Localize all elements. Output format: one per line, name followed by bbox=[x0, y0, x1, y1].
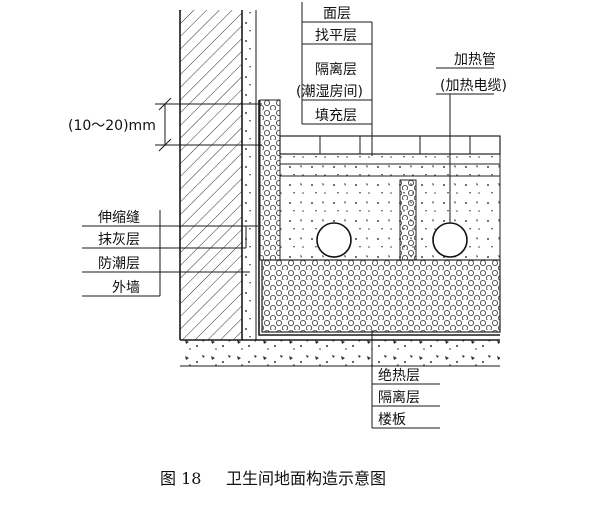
label-surface: 面层 bbox=[323, 6, 351, 22]
label-leveling: 找平层 bbox=[315, 28, 357, 44]
label-isolation: 隔离层 bbox=[315, 61, 357, 78]
insulation-layer bbox=[261, 259, 501, 333]
figure-number: 图 18 bbox=[160, 469, 201, 488]
label-fill: 填充层 bbox=[315, 108, 357, 124]
label-gap: (10～20)mm bbox=[68, 118, 156, 134]
heating-pipe-leader bbox=[436, 67, 494, 223]
heating-pipe-left bbox=[316, 222, 352, 258]
expansion-joint-strip bbox=[259, 99, 281, 261]
plaster-layer bbox=[242, 10, 257, 340]
moisture-proof-line bbox=[258, 100, 500, 336]
top-label-stack bbox=[301, 2, 373, 156]
label-moisture-proof: 防潮层 bbox=[98, 256, 140, 272]
gap-dimension bbox=[155, 97, 262, 152]
fill-layer bbox=[279, 175, 501, 261]
fill-divider-strip bbox=[399, 179, 417, 261]
label-heating-pipe-note: (加热电缆) bbox=[440, 78, 507, 94]
surface-layers bbox=[279, 135, 501, 177]
bottom-label-stack bbox=[371, 330, 440, 429]
heating-pipe-right bbox=[432, 222, 468, 258]
label-floor-slab: 楼板 bbox=[378, 412, 406, 428]
left-label-stack bbox=[82, 210, 258, 297]
label-insulation: 绝热层 bbox=[378, 368, 420, 384]
label-outer-wall: 外墙 bbox=[112, 280, 140, 296]
outer-wall-body bbox=[179, 10, 243, 340]
label-heating-pipe: 加热管 bbox=[454, 52, 496, 68]
label-isolation-bottom: 隔离层 bbox=[378, 389, 420, 406]
floor-slab-body bbox=[180, 339, 500, 367]
label-expansion-joint: 伸缩缝 bbox=[98, 210, 140, 226]
label-plaster: 抹灰层 bbox=[98, 232, 140, 248]
figure-title: 卫生间地面构造示意图 bbox=[226, 469, 386, 488]
label-isolation-note: (潮湿房间) bbox=[296, 84, 363, 100]
